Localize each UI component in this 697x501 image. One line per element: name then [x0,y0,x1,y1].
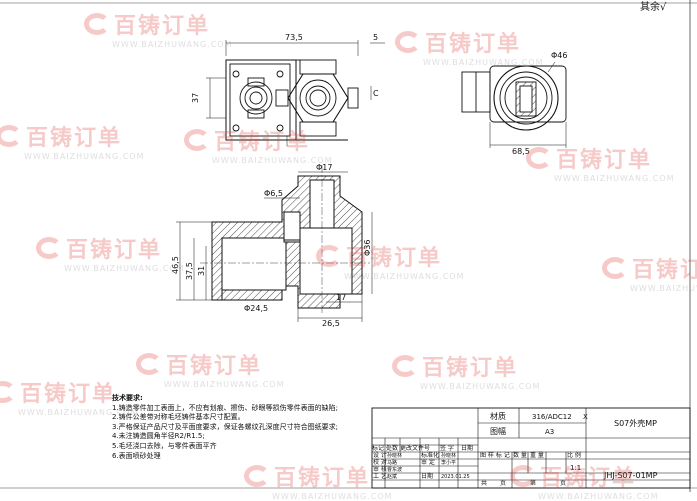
drawing-number: JHJ-S07-01MP [603,471,658,480]
watermark-url: WWW.BAIZHUWANG.COM [272,492,393,501]
row-review-name: 曹东波 [387,466,402,473]
format-value: A3 [545,428,554,436]
row-design-name: 孙晓林 [387,452,402,459]
tech-note-item: 3.严格保证产品尺寸及平面度要求，保证各螺纹孔深度尺寸符合图纸要求; [112,422,339,431]
tech-note-item: 2.铸件公差带对称毛坯铸件基本尺寸配置。 [112,413,245,422]
sheet-total-label: 共 [481,479,487,487]
tech-note-item: 6.表面喷砂处理 [112,451,161,460]
title-block [371,407,691,489]
row-review-label: 审 核 [373,465,387,473]
dim-73-5: 73,5 [285,33,303,42]
material-value: 316/ADC12 [532,413,572,421]
dim-68-5: 68,5 [512,147,530,156]
row-process-std-name: 2023.01.25 [441,474,470,480]
sheet-total-unit: 页 [500,480,506,487]
tech-note-item: 5.毛坯浇口去除，与零件表面平齐 [112,441,217,450]
dim-dia-24-5: Φ24,5 [244,304,268,313]
side-view [461,61,567,148]
dim-dia-46: Φ46 [551,51,567,60]
technical-requirements-title: 技术要求: [112,394,143,402]
row-check-label: 校 对 [373,458,387,466]
header-col-date: 日期 [461,444,473,452]
row-design-std: 标准化 [421,451,439,459]
dim-dia-6-5: Φ6,5 [264,189,283,198]
header-col-count: 处数 [386,444,398,452]
dim-17: 17 [336,293,346,302]
row-design-label: 设 计 [373,451,387,459]
tech-note-item: 1.铸造零件加工表面上，不应有划痕、擦伤、砂眼等损伤零件表面的缺陷; [112,403,339,412]
dim-dia-17: Φ17 [316,163,332,172]
watermark-url: WWW.BAIZHUWANG.COM [538,492,659,501]
section-dims [176,171,373,322]
tech-note-item: 4.未注铸造圆角半径R2/R1.5; [112,432,205,441]
stage-col-scale: 比 例 [567,451,581,459]
material-mark: X [583,413,588,421]
row-design-std-name: 孙晓林 [441,452,456,459]
material-label: 材质 [490,411,506,421]
sheet-no-unit: 页 [560,480,566,487]
sheet-no-label: 第 [530,479,536,487]
format-label: 图幅 [490,426,506,436]
row-process-name: 赵斌 [387,473,397,480]
dim-46-5: 46,5 [171,256,180,274]
row-check-name: 马路 [387,459,397,466]
part-name: S07外壳MP [614,418,657,428]
section-view [200,165,370,315]
scale-value: 1:1 [570,464,581,472]
roughness-note: 其余√ [640,2,667,13]
dim-5: 5 [373,33,378,42]
top-view [206,40,385,146]
row-process-label: 工 艺 [373,472,387,480]
stage-col-weight: 重 量 [530,451,544,459]
dim-37-5: 37,5 [185,262,194,280]
row-check-std-name: 李小平 [441,459,456,466]
header-col-mark: 标记 [372,444,384,452]
dim-37: 37 [191,93,200,103]
header-col-change-doc: 更改文件号 [400,444,430,452]
dim-26-5: 26,5 [322,319,340,328]
technical-requirements: 技术要求: 1.铸造零件加工表面上，不应有划痕、擦伤、砂眼等损伤零件表面的缺陷;… [112,394,338,461]
stage-col-mark: 图 样 标 记 [480,451,510,459]
stage-col-qty: 数 量 [513,451,527,459]
header-col-sign: 签 字 [440,444,454,452]
row-check-std: 审 定 [421,458,435,466]
section-mark-c: C [373,89,379,98]
dim-31: 31 [197,266,206,276]
dim-dia-36: Φ36 [363,240,372,256]
row-process-std: 日期 [421,472,433,480]
